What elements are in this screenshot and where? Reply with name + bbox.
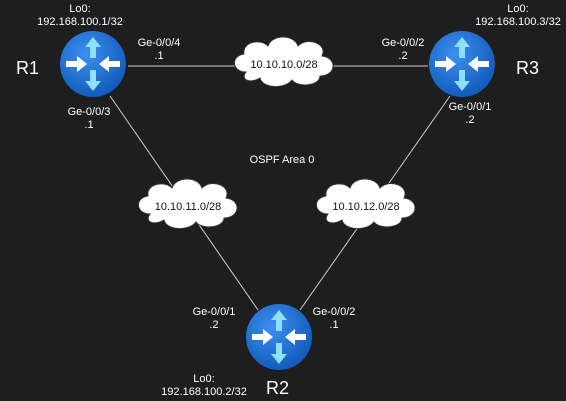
r3-loopback-ip: 192.168.100.3/32: [475, 16, 561, 28]
subnet-cloud-r1-r2: 10.10.11.0/28: [137, 178, 238, 230]
r2-ge001-host: .2: [209, 319, 219, 331]
r3-ge001-name: Ge-0/0/1: [448, 101, 492, 113]
r3-loopback-label: Lo0:: [507, 3, 529, 15]
r3-ge002-label: Ge-0/0/2 .2: [370, 37, 436, 63]
r1-ge004-label: Ge-0/0/4 .1: [126, 37, 192, 63]
subnet-cloud-r1-r3: 10.10.10.0/28: [233, 36, 334, 88]
r1-loopback-ip: 192.168.100.1/32: [37, 16, 123, 28]
ospf-area-label: OSPF Area 0: [249, 154, 315, 166]
r3-ge001-label: Ge-0/0/1 .2: [437, 101, 503, 127]
r1-loopback-label: Lo0:: [69, 3, 91, 15]
r2-ge001-name: Ge-0/0/1: [192, 306, 236, 318]
r2-ge001-label: Ge-0/0/1 .2: [181, 306, 247, 332]
r1-ge004-host: .1: [154, 50, 164, 62]
r1-ge003-name: Ge-0/0/3: [67, 106, 111, 118]
subnet-cloud-r3-r2: 10.10.12.0/28: [315, 178, 416, 230]
r3-ge002-name: Ge-0/0/2: [381, 37, 425, 49]
router-r1-icon[interactable]: [60, 31, 126, 97]
r1-loopback: Lo0: 192.168.100.1/32: [18, 3, 142, 29]
r1-ge004-name: Ge-0/0/4: [137, 37, 181, 49]
r1-ge003-host: .1: [84, 119, 94, 131]
r2-loopback: Lo0: 192.168.100.2/32: [142, 373, 266, 399]
r1-ge003-label: Ge-0/0/3 .1: [56, 106, 122, 132]
router-r2-name: R2: [266, 378, 290, 398]
r2-loopback-ip: 192.168.100.2/32: [161, 386, 247, 398]
subnet-label-r1-r3: 10.10.10.0/28: [250, 59, 317, 71]
router-r3-name: R3: [516, 58, 540, 78]
r3-ge002-host: .2: [398, 50, 408, 62]
subnet-label-r3-r2: 10.10.12.0/28: [332, 201, 399, 213]
subnet-label-r1-r2: 10.10.11.0/28: [155, 201, 221, 213]
r3-loopback: Lo0: 192.168.100.3/32: [456, 3, 566, 29]
r3-ge001-host: .2: [465, 114, 475, 126]
r2-loopback-label: Lo0:: [193, 373, 215, 385]
r2-ge002-name: Ge-0/0/2: [312, 306, 356, 318]
router-r3-icon[interactable]: [429, 31, 495, 97]
r2-ge002-label: Ge-0/0/2 .1: [301, 306, 367, 332]
r2-ge002-host: .1: [329, 319, 339, 331]
router-r1-name: R1: [16, 58, 40, 78]
